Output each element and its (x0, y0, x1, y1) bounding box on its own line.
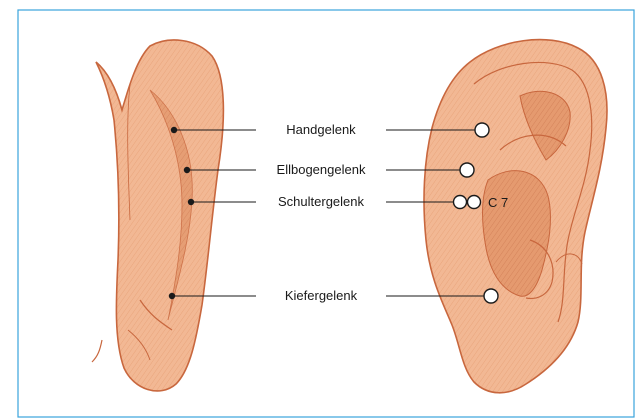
point-c7-front (468, 196, 481, 209)
point-elbow-front (460, 163, 474, 177)
point-wrist-front (475, 123, 489, 137)
ear-back-view (92, 40, 223, 391)
label-jaw: Kiefergelenk (285, 288, 358, 303)
point-shoulder-front (454, 196, 467, 209)
point-jaw-back (169, 293, 175, 299)
point-shoulder-back (188, 199, 194, 205)
point-jaw-front (484, 289, 498, 303)
point-elbow-back (184, 167, 190, 173)
ear-front-view (424, 40, 607, 393)
label-c7: C 7 (488, 195, 508, 210)
label-shoulder: Schultergelenk (278, 194, 364, 209)
label-wrist: Handgelenk (286, 122, 356, 137)
point-wrist-back (171, 127, 177, 133)
label-elbow: Ellbogengelenk (277, 162, 366, 177)
